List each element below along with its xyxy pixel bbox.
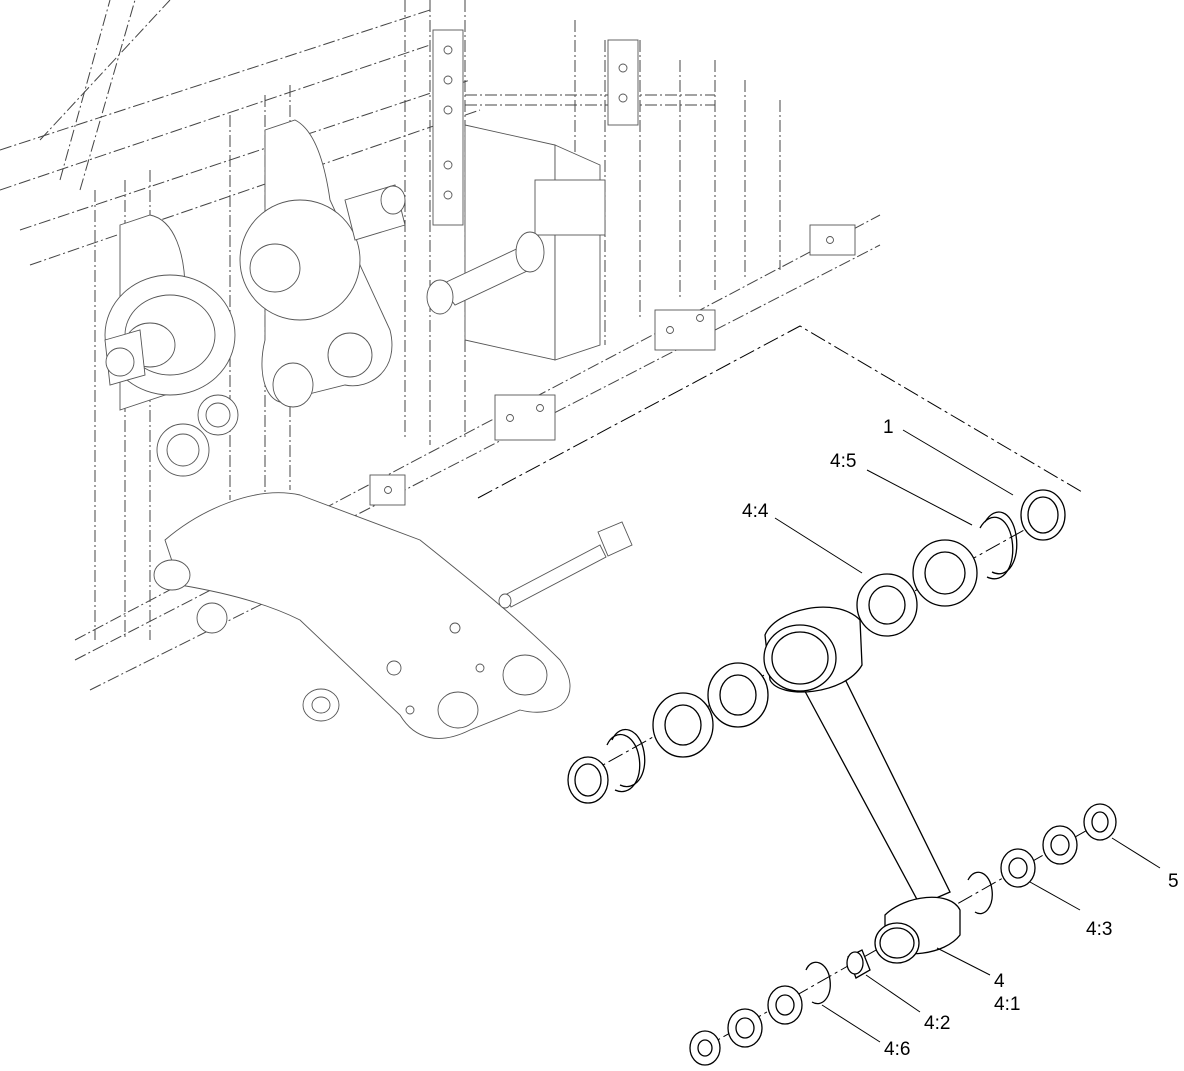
part-4-3-bearing-left-b — [727, 1008, 763, 1048]
part-4-2-spacer — [846, 949, 871, 979]
part-4-connecting-rod — [763, 606, 961, 964]
part-5-washer-left — [689, 1030, 721, 1066]
part-4-4-bearing-left-b — [652, 692, 714, 758]
callout-4-3: 4:3 — [1086, 919, 1112, 940]
part-4-4-bearing-left-a — [707, 662, 769, 728]
part-5-washer-right — [1083, 803, 1117, 841]
lower-assembly-axis — [699, 819, 1106, 1051]
part-4-6-snap-ring-left — [805, 961, 831, 1005]
leader-lines — [774, 429, 1161, 1043]
part-4-3-bearing-right-b — [1000, 848, 1036, 888]
callout-4-1: 4:1 — [994, 994, 1020, 1015]
callout-1: 1 — [883, 417, 894, 438]
part-4-5-snap-ring-upper — [979, 511, 1018, 580]
part-4-4-bearing-upper-right — [912, 539, 978, 607]
part-4-3-bearing-right-a — [1042, 825, 1078, 865]
part-4-5-snap-ring-left — [606, 729, 646, 793]
phantom-frame-assembly — [0, 0, 881, 739]
callout-4-5: 4:5 — [830, 451, 856, 472]
callout-4-4: 4:4 — [742, 501, 769, 522]
reference-outline — [477, 325, 1083, 499]
part-4-6-snap-ring-right — [967, 871, 993, 915]
part-1-bushing-left — [567, 756, 609, 804]
part-1-bushing-upper — [1020, 489, 1066, 541]
callout-5: 5 — [1168, 871, 1179, 892]
part-4-4-bearing-upper-left — [856, 573, 918, 637]
callout-4: 4 — [994, 971, 1005, 992]
callout-4-6: 4:6 — [884, 1039, 910, 1060]
part-4-3-bearing-left-a — [767, 985, 803, 1025]
callout-4-2: 4:2 — [924, 1013, 950, 1034]
